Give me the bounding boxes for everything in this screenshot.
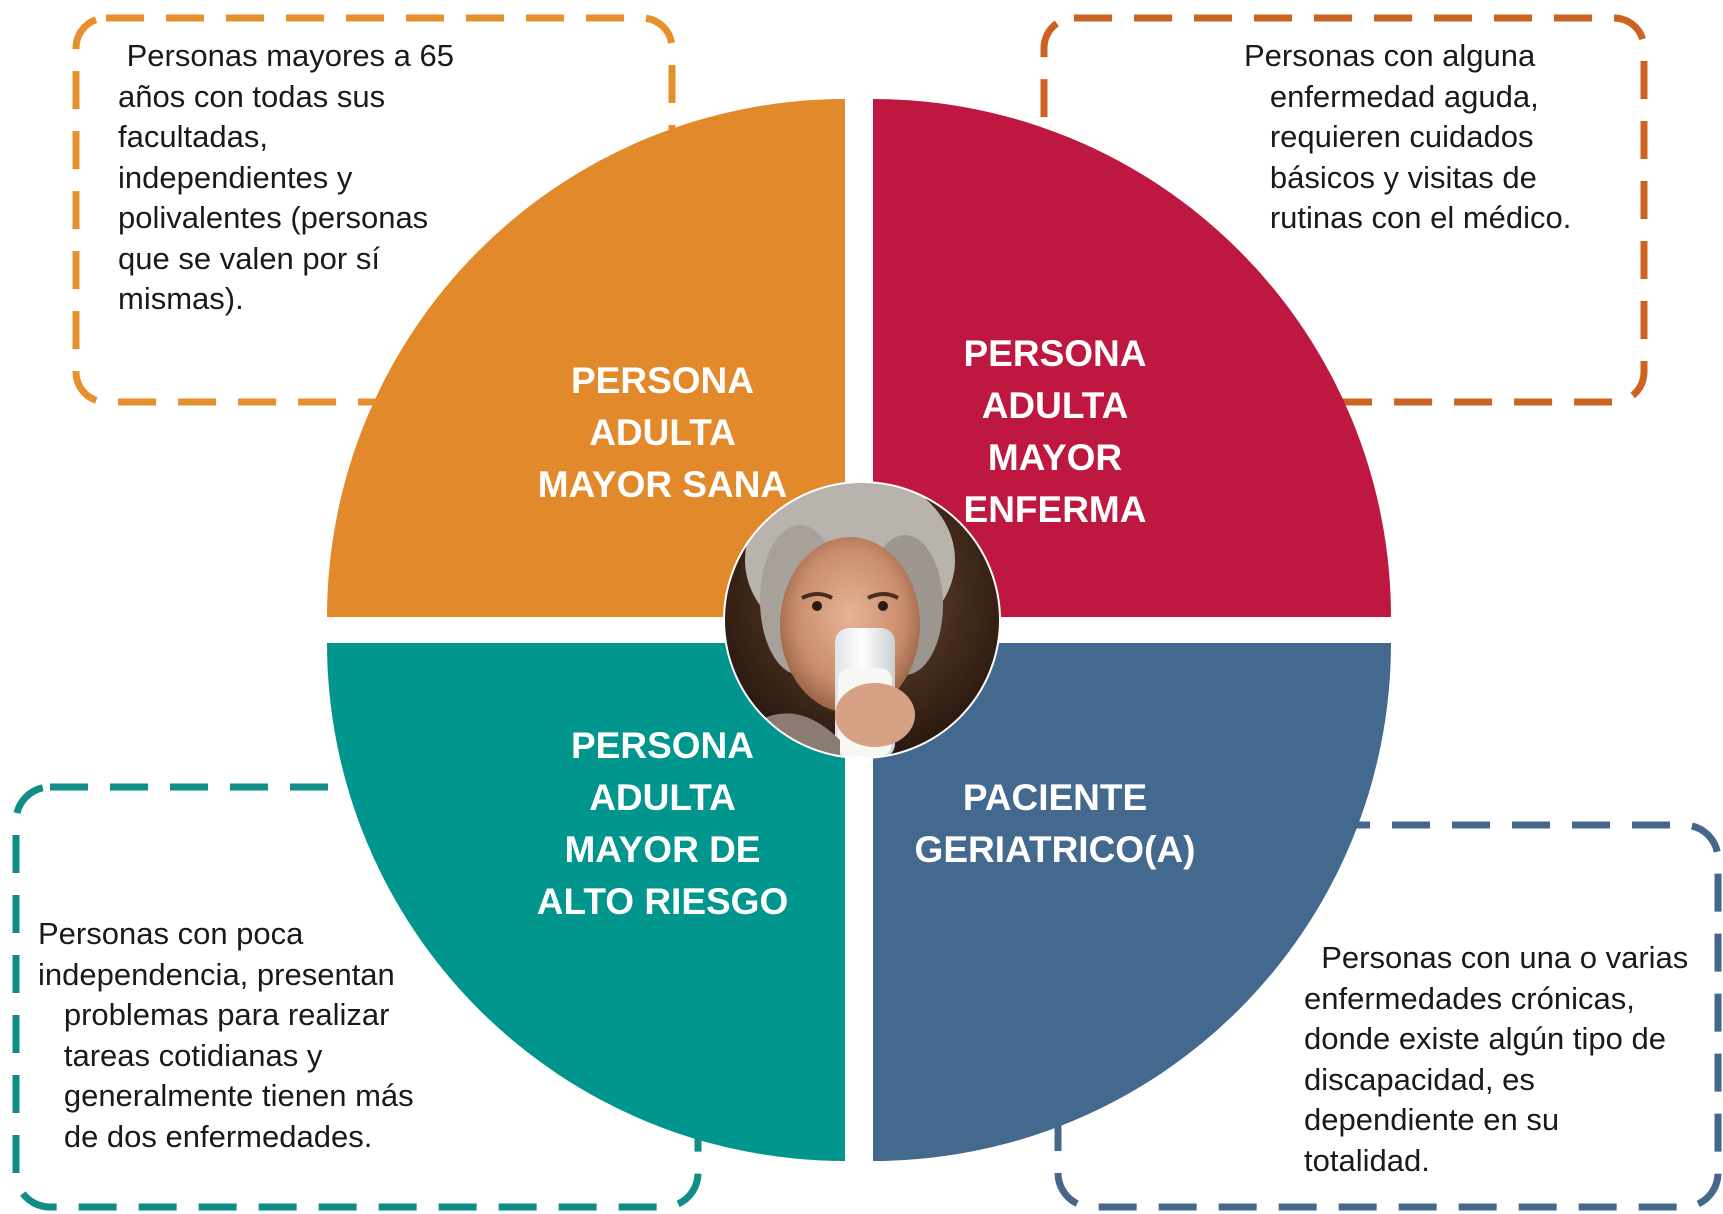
description-sana: Personas mayores a 65 años con todas sus… — [118, 36, 454, 320]
label-alto-riesgo: PERSONA ADULTA MAYOR DE ALTO RIESGO — [500, 720, 825, 928]
description-line: enfermedad aguda, — [1244, 78, 1539, 114]
quadrant-alto-riesgo — [327, 643, 845, 1161]
center-photo-ring — [723, 481, 1001, 759]
label-line: ADULTA — [589, 777, 736, 818]
quadrant-enferma — [873, 99, 1391, 617]
label-line: MAYOR SANA — [537, 464, 788, 505]
description-line: mismas). — [118, 281, 244, 316]
description-line: de dos enfermedades. — [38, 1118, 373, 1154]
description-line: Personas con alguna — [1244, 38, 1536, 73]
description-line: que se valen por sí — [118, 240, 380, 276]
description-line: problemas para realizar — [38, 997, 390, 1032]
description-line: generalmente tienen más — [38, 1078, 414, 1113]
description-line: facultadas, — [118, 119, 268, 154]
label-sana: PERSONA ADULTA MAYOR SANA — [500, 355, 825, 511]
label-line: ADULTA — [981, 385, 1129, 426]
description-line: totalidad. — [1304, 1142, 1430, 1178]
description-line: donde existe algún tipo de — [1304, 1021, 1666, 1056]
label-line: MAYOR — [987, 437, 1123, 478]
description-line: rutinas con el médico. — [1244, 200, 1572, 235]
description-line: requieren cuidados — [1244, 119, 1534, 154]
description-line: independencia, presentan — [38, 956, 395, 992]
label-line: PERSONA — [571, 360, 754, 401]
label-enferma: PERSONA ADULTA MAYOR ENFERMA — [880, 328, 1230, 536]
description-line: independientes y — [118, 159, 353, 195]
label-line: ENFERMA — [963, 489, 1147, 530]
description-line: dependiente en su — [1304, 1102, 1560, 1137]
label-line: PACIENTE — [962, 777, 1148, 818]
description-alto-riesgo: Personas con poca independencia, present… — [38, 914, 414, 1157]
description-line: Personas mayores a 65 — [118, 38, 455, 73]
description-line: años con todas sus — [118, 78, 386, 114]
description-line: discapacidad, es — [1304, 1061, 1535, 1097]
description-enferma: Personas con alguna enfermedad aguda, re… — [1244, 36, 1571, 239]
label-line: PERSONA — [571, 725, 754, 766]
description-line: Personas con una o varias — [1304, 940, 1689, 975]
description-line: tareas cotidianas y — [38, 1037, 323, 1073]
label-line: MAYOR DE — [564, 829, 761, 870]
quadrant-sana — [327, 99, 845, 617]
label-geriatrico: PACIENTE GERIATRICO(A) — [880, 772, 1230, 876]
label-line: GERIATRICO(A) — [914, 829, 1196, 870]
description-line: enfermedades crónicas, — [1304, 980, 1635, 1016]
label-line: ADULTA — [589, 412, 736, 453]
description-line: Personas con poca — [38, 916, 304, 951]
quadrant-geriatrico — [873, 643, 1391, 1161]
description-line: polivalentes (personas — [118, 200, 429, 235]
description-geriatrico: Personas con una o varias enfermedades c… — [1304, 938, 1688, 1181]
description-line: básicos y visitas de — [1244, 159, 1537, 195]
label-line: PERSONA — [963, 333, 1147, 374]
label-line: ALTO RIESGO — [536, 881, 789, 922]
center-photo — [724, 482, 1000, 758]
